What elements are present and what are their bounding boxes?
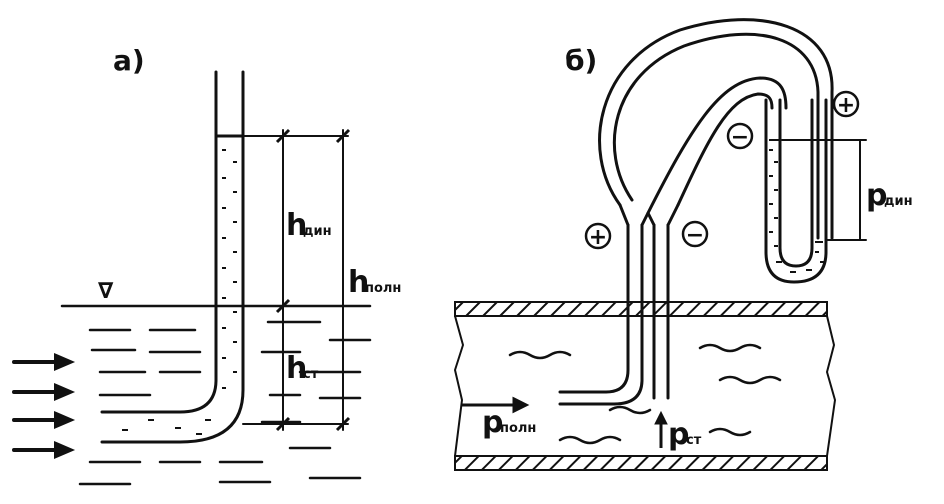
hose-inner-wall-2 — [676, 92, 774, 207]
label-h-dyn: h дин — [286, 208, 332, 243]
panel-a: а) ∇ — [12, 44, 401, 486]
svg-text:p: p — [482, 405, 503, 440]
minus-marker-probe: − — [681, 220, 709, 248]
u-tube-liquid — [769, 139, 824, 273]
water-dashes-a — [78, 320, 372, 486]
u-tube-inner — [778, 98, 814, 268]
total-pressure-tube-outer — [558, 223, 644, 406]
pipe-break-left — [454, 315, 464, 457]
svg-text:дин: дин — [884, 194, 913, 209]
svg-text:ст: ст — [303, 367, 319, 382]
total-pressure-tube-inner — [558, 223, 630, 394]
label-h-st: h ст — [286, 351, 319, 386]
svg-text:ст: ст — [686, 433, 702, 448]
y-junction-3 — [640, 211, 656, 227]
label-p-full: p полн — [482, 405, 536, 440]
svg-text:полн: полн — [500, 421, 536, 436]
hose-inner-wall-1 — [646, 76, 788, 215]
panel-b: б) — [454, 18, 913, 471]
pitot-tube-outer-wall — [100, 70, 245, 444]
dimension-lines-a — [242, 129, 349, 431]
minus-marker-manometer: − — [726, 122, 754, 150]
tube-liquid-fill — [122, 149, 237, 435]
y-junction-2 — [666, 203, 680, 227]
flow-arrow-b — [460, 396, 530, 414]
free-surface-symbol: ∇ — [98, 279, 114, 304]
pipe-break-right — [826, 315, 836, 457]
plus-marker-probe: + — [584, 222, 612, 250]
hose-outer-wall-1 — [598, 18, 834, 240]
label-p-st: p ст — [654, 410, 702, 452]
label-p-dyn: p дин — [866, 178, 913, 213]
svg-text:p: p — [866, 178, 887, 213]
label-h-full: h полн — [348, 265, 401, 300]
panel-b-label: б) — [565, 44, 597, 77]
panel-a-label: а) — [113, 44, 145, 77]
svg-text:p: p — [668, 417, 689, 452]
svg-text:дин: дин — [303, 224, 332, 239]
svg-text:+: + — [837, 93, 855, 118]
svg-text:−: − — [731, 125, 749, 150]
svg-text:полн: полн — [365, 281, 401, 296]
water-waves-b — [508, 343, 782, 445]
plus-marker-manometer: + — [832, 90, 860, 118]
pitot-tube-inner-wall — [100, 70, 218, 414]
flow-arrows — [12, 352, 76, 460]
dimension-ticks-a — [275, 128, 351, 432]
svg-text:+: + — [589, 225, 607, 250]
svg-text:h: h — [286, 208, 307, 243]
svg-text:h: h — [286, 351, 307, 386]
dimension-lines-b — [781, 139, 867, 241]
u-tube-outer — [764, 98, 828, 284]
svg-text:−: − — [686, 223, 704, 248]
svg-text:h: h — [348, 265, 369, 300]
y-junction-1 — [618, 203, 630, 227]
hose-outer-wall-2 — [612, 32, 820, 240]
pipe-bottom-wall — [454, 455, 828, 471]
